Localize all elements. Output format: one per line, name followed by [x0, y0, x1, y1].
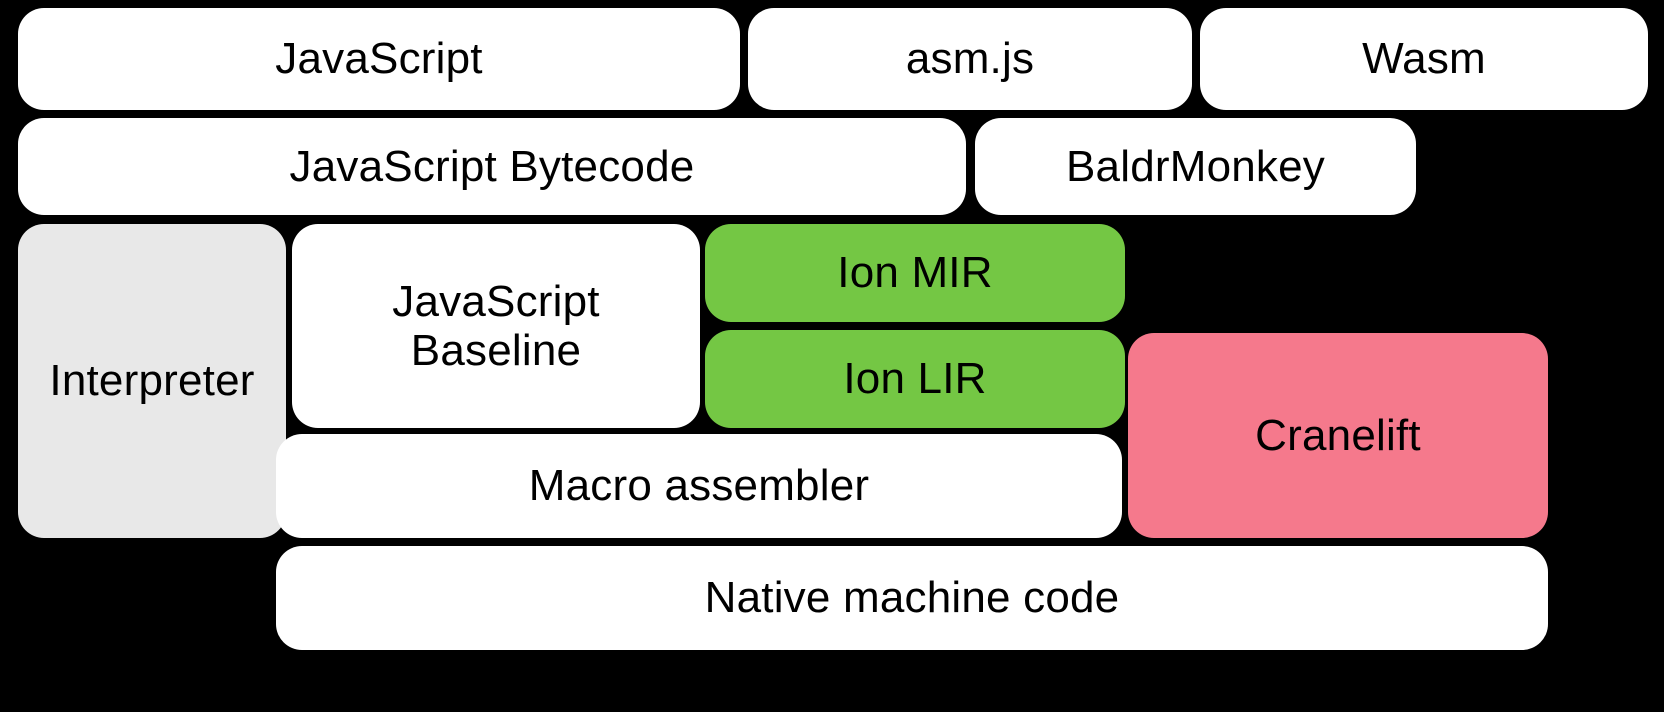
node-native-machine-code[interactable]: Native machine code [276, 546, 1548, 650]
node-asmjs[interactable]: asm.js [748, 8, 1192, 110]
node-ion-mir[interactable]: Ion MIR [705, 224, 1125, 322]
node-cranelift[interactable]: Cranelift [1128, 333, 1548, 538]
node-javascript-bytecode[interactable]: JavaScript Bytecode [18, 118, 966, 215]
node-ion-lir[interactable]: Ion LIR [705, 330, 1125, 428]
node-interpreter[interactable]: Interpreter [18, 224, 286, 538]
node-macro-assembler[interactable]: Macro assembler [276, 434, 1122, 538]
node-javascript[interactable]: JavaScript [18, 8, 740, 110]
node-baldrmonkey[interactable]: BaldrMonkey [975, 118, 1416, 215]
node-javascript-baseline[interactable]: JavaScript Baseline [292, 224, 700, 428]
node-wasm[interactable]: Wasm [1200, 8, 1648, 110]
